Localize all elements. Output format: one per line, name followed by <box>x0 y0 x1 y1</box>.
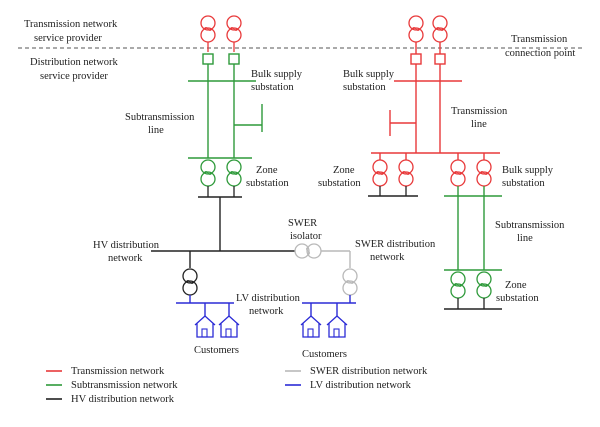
bulk-left-label-2: substation <box>251 82 294 93</box>
swer-isolator-label-2: isolator <box>290 231 322 242</box>
lv-distribution-right <box>302 295 356 316</box>
bulk-right2-label: Bulk supply <box>502 165 554 176</box>
legend-label-swer: SWER distribution network <box>310 366 428 377</box>
trans-line-label: Transmission <box>451 106 508 117</box>
subtrans-left-label: Subtransmission <box>125 112 195 123</box>
customer-houses-left <box>194 315 240 338</box>
left-bulk-supply-substation <box>188 53 263 158</box>
trans-line-label-2: line <box>471 119 487 130</box>
lv-distribution-left <box>176 295 234 316</box>
swer-dist-label-2: network <box>370 252 405 263</box>
hv-lv-transformer <box>182 268 198 296</box>
right-zone-substation <box>368 153 418 197</box>
dnsp-label: Distribution network <box>30 57 119 68</box>
zone-right-label: Zone <box>505 280 527 291</box>
zone-mid-label-2: substation <box>318 178 361 189</box>
left-transmission-group <box>200 15 242 52</box>
zone-left-label-2: substation <box>246 178 289 189</box>
tcp-label: Transmission <box>511 34 568 45</box>
right-bulk-supply-substation <box>371 42 500 154</box>
right-bulk-supply-substation-2 <box>450 153 492 187</box>
bulk-right2-label-2: substation <box>502 178 545 189</box>
subtrans-left-label-2: line <box>148 125 164 136</box>
hv-label: HV distribution <box>93 240 160 251</box>
hv-label-2: network <box>108 253 143 264</box>
right-subtransmission-line <box>444 186 502 271</box>
swer-isolator-label: SWER <box>288 218 317 229</box>
tnsp-label-2: service provider <box>34 33 102 44</box>
lv-label-2: network <box>249 306 284 317</box>
tcp-label-2: connection point <box>505 48 575 59</box>
tnsp-label: Transmission network <box>24 19 118 30</box>
right-transmission-group <box>408 15 448 43</box>
legend: Transmission network Subtransmission net… <box>46 366 428 405</box>
customer-houses-right <box>300 315 348 338</box>
lv-label: LV distribution <box>236 293 301 304</box>
legend-label-subtransmission: Subtransmission network <box>71 380 178 391</box>
dnsp-label-2: service provider <box>40 71 108 82</box>
zone-mid-label: Zone <box>333 165 355 176</box>
bulk-left-label: Bulk supply <box>251 69 303 80</box>
legend-label-hv: HV distribution network <box>71 394 175 405</box>
legend-label-transmission: Transmission network <box>71 366 165 377</box>
customers-right-label: Customers <box>302 349 347 360</box>
zone-right-label-2: substation <box>496 293 539 304</box>
bulk-right-label: Bulk supply <box>343 69 395 80</box>
legend-label-lv: LV distribution network <box>310 380 412 391</box>
customers-left-label: Customers <box>194 345 239 356</box>
hv-distribution-network <box>151 196 296 268</box>
right-zone-substation-2 <box>444 271 502 310</box>
swer-isolator <box>294 243 358 296</box>
left-zone-substation <box>188 157 252 197</box>
bulk-right-label-2: substation <box>343 82 386 93</box>
swer-dist-label: SWER distribution <box>355 239 436 250</box>
subtrans-right-label-2: line <box>517 233 533 244</box>
zone-left-label: Zone <box>256 165 278 176</box>
subtrans-right-label: Subtransmission <box>495 220 565 231</box>
